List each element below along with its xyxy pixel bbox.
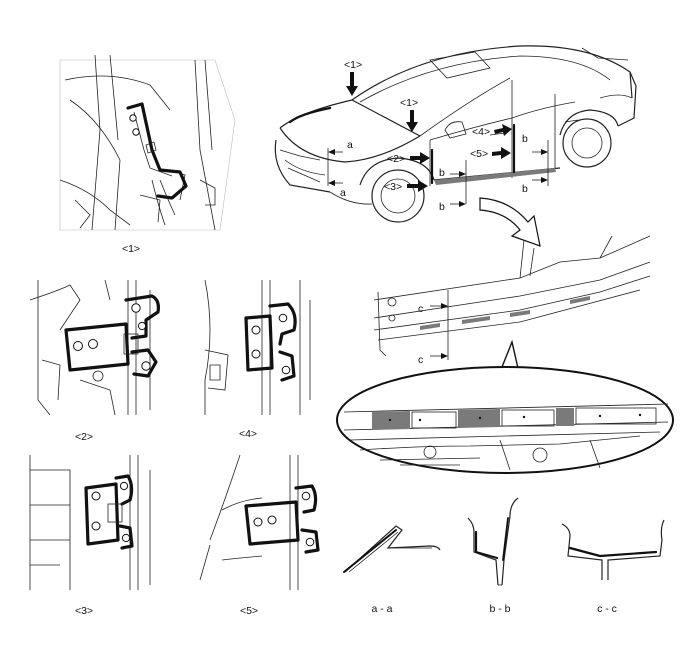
section-c-c: c - c <box>561 519 665 615</box>
detail-ellipse <box>336 339 674 474</box>
section-bb-label: b - b <box>489 603 510 615</box>
rocker-view: c c <box>373 235 651 366</box>
marker-b-label: b <box>522 183 528 195</box>
view2-label: <2> <box>75 431 93 443</box>
section-a-a: a - a <box>343 525 441 615</box>
marker-c-label: c <box>418 303 423 315</box>
marker-c-label: c <box>418 354 423 366</box>
view3-label: <3> <box>75 605 93 617</box>
marker-b-label: b <box>439 167 445 179</box>
callout-1-label: <1> <box>344 59 362 71</box>
callout-5-label: <5> <box>470 148 488 160</box>
marker-b-label: b <box>522 133 528 145</box>
view5-label: <5> <box>240 605 258 617</box>
view-1-caption: <1> <box>122 243 140 255</box>
callout-2-label: <2> <box>387 153 405 165</box>
callout-3-label: <3> <box>384 181 402 193</box>
view4-label: <4> <box>239 428 257 440</box>
marker-b-label: b <box>439 201 445 213</box>
car-overview: <1> <1> <2> <3> <4> <5> a a b b b b <box>274 45 637 247</box>
view-4-rear-door-upper-hinge: <4> <box>204 279 311 440</box>
view-3-front-door-lower-hinge: <3> <box>29 455 151 617</box>
view-2-front-door-upper-hinge: <2> <box>29 279 160 443</box>
callout-4-label: <4> <box>472 126 490 138</box>
marker-a-label: a <box>347 139 353 151</box>
marker-a-label: a <box>340 187 346 199</box>
view-1-hood-hinge: <1> <box>59 54 236 255</box>
section-cc-label: c - c <box>597 603 617 615</box>
section-aa-label: a - a <box>371 603 392 615</box>
callout-1-label: <1> <box>400 97 418 109</box>
section-b-b: b - b <box>467 497 519 615</box>
view-5-rear-door-lower-hinge: <5> <box>199 454 320 617</box>
